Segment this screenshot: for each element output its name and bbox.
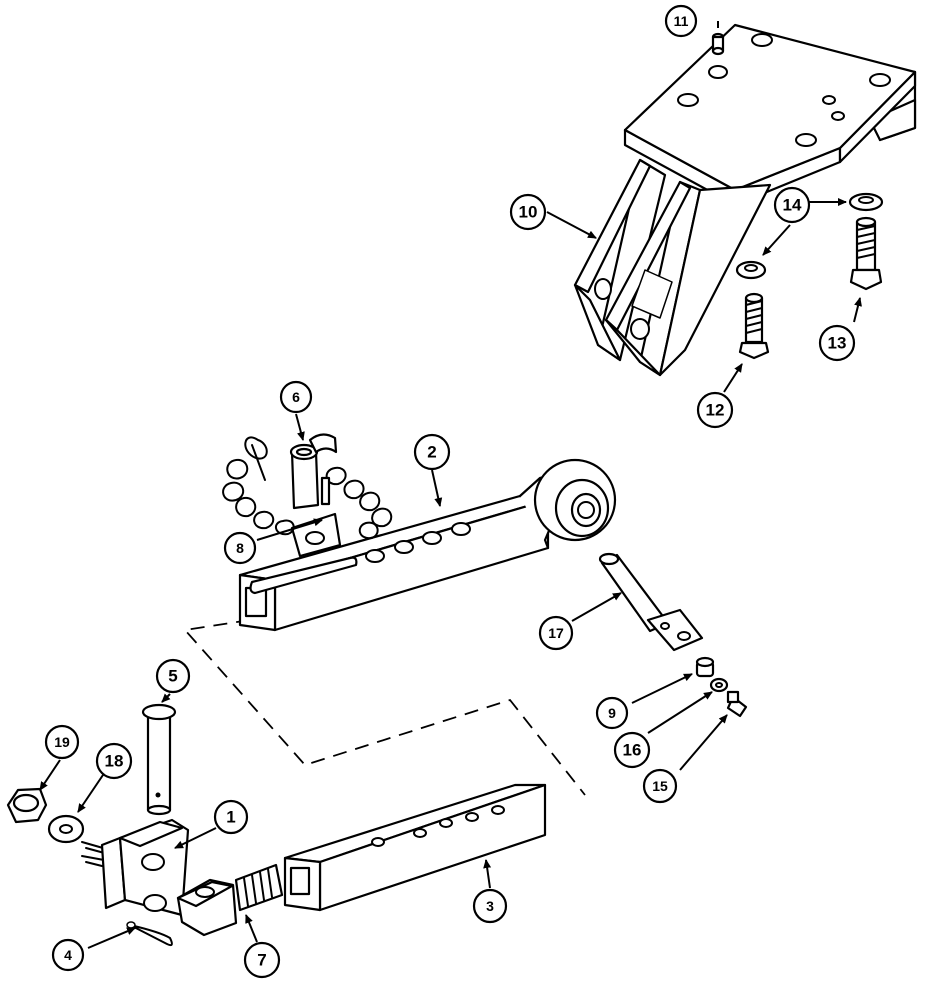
callout-label-13: 13 <box>828 334 847 353</box>
bolt-12 <box>738 292 770 360</box>
callout-11: 11 <box>664 4 698 38</box>
washer-16 <box>709 677 729 693</box>
upper-tube <box>238 458 617 632</box>
callout-label-2: 2 <box>427 443 436 462</box>
callout-label-7: 7 <box>257 951 266 970</box>
pin-17 <box>598 552 704 652</box>
callout-label-16: 16 <box>623 741 642 760</box>
clevis-1 <box>81 818 190 917</box>
callout-2: 2 <box>413 433 451 471</box>
callout-label-10: 10 <box>519 203 538 222</box>
callout-13: 13 <box>818 324 856 362</box>
bolt-13 <box>849 216 883 291</box>
callout-label-1: 1 <box>226 808 235 827</box>
washer-14a <box>735 260 767 280</box>
callout-18: 18 <box>95 742 133 780</box>
callout-8: 8 <box>223 531 257 565</box>
nut-19 <box>6 787 48 824</box>
callout-label-17: 17 <box>548 625 564 641</box>
callout-label-5: 5 <box>168 667 177 686</box>
callout-label-6: 6 <box>292 389 300 405</box>
callout-label-11: 11 <box>674 13 689 29</box>
callout-label-19: 19 <box>54 734 70 750</box>
lower-tube <box>283 783 547 912</box>
mounting-bracket <box>573 23 917 377</box>
callout-16: 16 <box>613 731 651 769</box>
callout-label-15: 15 <box>652 778 668 794</box>
callout-12: 12 <box>696 391 734 429</box>
callout-label-3: 3 <box>486 898 494 914</box>
callout-label-12: 12 <box>706 401 725 420</box>
callout-4: 4 <box>51 938 85 972</box>
rod-end-7 <box>176 863 284 937</box>
callout-15: 15 <box>642 768 678 804</box>
callout-9: 9 <box>595 696 629 730</box>
bolt-15 <box>726 690 748 718</box>
assembly-path <box>183 619 586 796</box>
callout-14: 14 <box>773 186 811 224</box>
callout-label-9: 9 <box>608 705 616 721</box>
callout-label-8: 8 <box>236 540 244 556</box>
washer-14b <box>848 192 884 212</box>
callout-label-4: 4 <box>64 947 72 963</box>
callout-5: 5 <box>155 658 191 694</box>
washer-18 <box>47 814 85 844</box>
callout-3: 3 <box>472 888 508 924</box>
spacer-9 <box>695 656 715 678</box>
callout-7: 7 <box>243 941 281 979</box>
chain-assembly <box>222 433 393 540</box>
callout-19: 19 <box>44 724 80 760</box>
callout-10: 10 <box>509 193 547 231</box>
callout-1: 1 <box>213 799 249 835</box>
leader-lines <box>39 21 862 949</box>
cotter-pin-4 <box>126 921 173 947</box>
callout-label-18: 18 <box>105 752 124 771</box>
pin-5 <box>141 703 177 816</box>
callout-label-14: 14 <box>783 196 802 215</box>
callout-17: 17 <box>538 615 574 651</box>
callout-6: 6 <box>279 380 313 414</box>
